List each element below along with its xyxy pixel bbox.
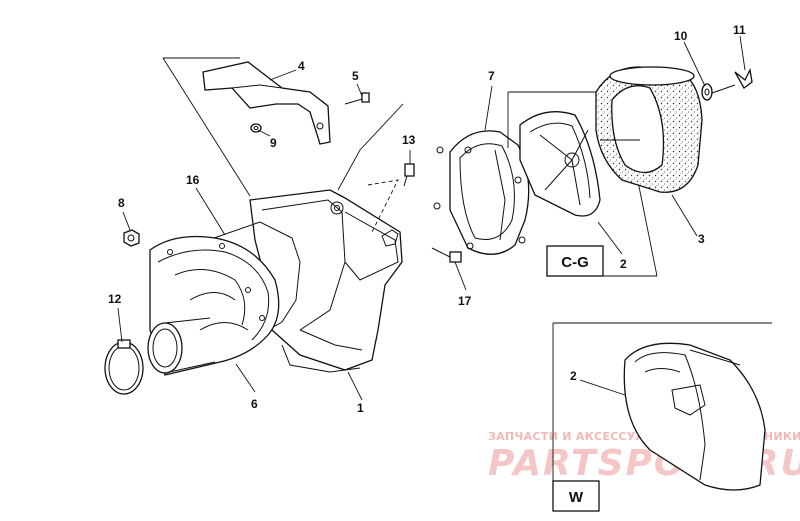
washer-10 <box>701 83 713 101</box>
callout-2-cg: 2 <box>620 257 627 271</box>
callout-numbers: 1 2 2 3 4 5 6 7 8 9 10 11 12 13 16 17 <box>108 23 746 415</box>
intake-funnel <box>147 235 280 376</box>
assembly-dashed-line <box>367 179 399 233</box>
callout-2-w: 2 <box>570 369 577 383</box>
callout-12: 12 <box>108 292 122 306</box>
callout-8: 8 <box>118 196 125 210</box>
callout-1: 1 <box>357 401 364 415</box>
alternative-filter-element <box>623 342 766 491</box>
callout-6: 6 <box>251 397 258 411</box>
callout-10: 10 <box>674 29 688 43</box>
callout-13: 13 <box>402 133 416 147</box>
filter-frame <box>433 130 530 255</box>
bracket <box>202 61 331 145</box>
filter-cover <box>595 66 703 193</box>
callout-17: 17 <box>458 294 472 308</box>
cg-label: C-G <box>561 254 589 271</box>
w-label: W <box>569 489 584 506</box>
callout-16: 16 <box>186 173 200 187</box>
callout-11: 11 <box>733 23 746 37</box>
callout-7: 7 <box>488 69 495 83</box>
screw-top <box>403 163 415 187</box>
callout-4: 4 <box>298 59 305 73</box>
leader-lines <box>117 35 746 401</box>
screw <box>344 92 370 105</box>
hose-clamp <box>104 339 144 395</box>
air-box-housing <box>249 189 403 373</box>
callout-5: 5 <box>352 69 359 83</box>
callout-3: 3 <box>698 232 705 246</box>
screw-bottom <box>431 247 462 263</box>
nut <box>123 229 140 247</box>
filter-element <box>519 111 601 217</box>
callout-9: 9 <box>270 136 277 150</box>
detail-box-w: W <box>552 322 772 512</box>
wing-bolt <box>711 67 753 94</box>
